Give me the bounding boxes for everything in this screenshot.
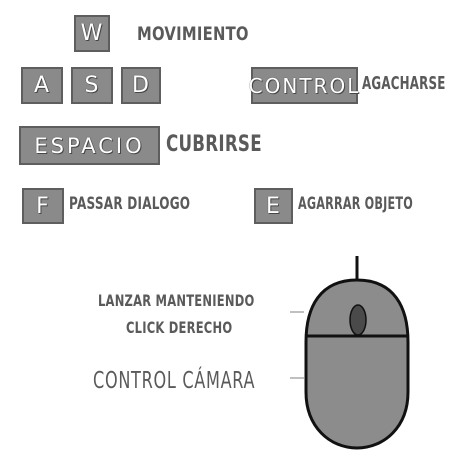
label-agacharse: AGACHARSE: [362, 73, 446, 94]
key-d: D: [121, 67, 161, 104]
mouse-body: [304, 278, 410, 450]
key-e: E: [254, 188, 293, 224]
label-passar-dialogo: PASSAR DIALOGO: [69, 194, 191, 214]
key-s: S: [71, 67, 113, 104]
label-control-camara: CONTROL CÁMARA: [93, 368, 256, 394]
key-f: F: [22, 188, 64, 224]
label-cubrirse: CUBRIRSE: [166, 132, 262, 157]
key-a: A: [21, 67, 63, 104]
label-agarrar-objeto: AGARRAR OBJETO: [298, 194, 413, 214]
label-lanzar-line2: CLICK DERECHO: [126, 318, 233, 337]
key-control: CONTROL: [249, 67, 358, 104]
label-movimiento: MOVIMIENTO: [137, 23, 249, 45]
mouse-icon: [290, 256, 410, 450]
key-w: W: [74, 15, 110, 52]
scroll-wheel-icon: [349, 304, 367, 336]
label-lanzar-line1: LANZAR MANTENIENDO: [98, 291, 255, 310]
key-espacio: ESPACIO: [19, 126, 160, 165]
